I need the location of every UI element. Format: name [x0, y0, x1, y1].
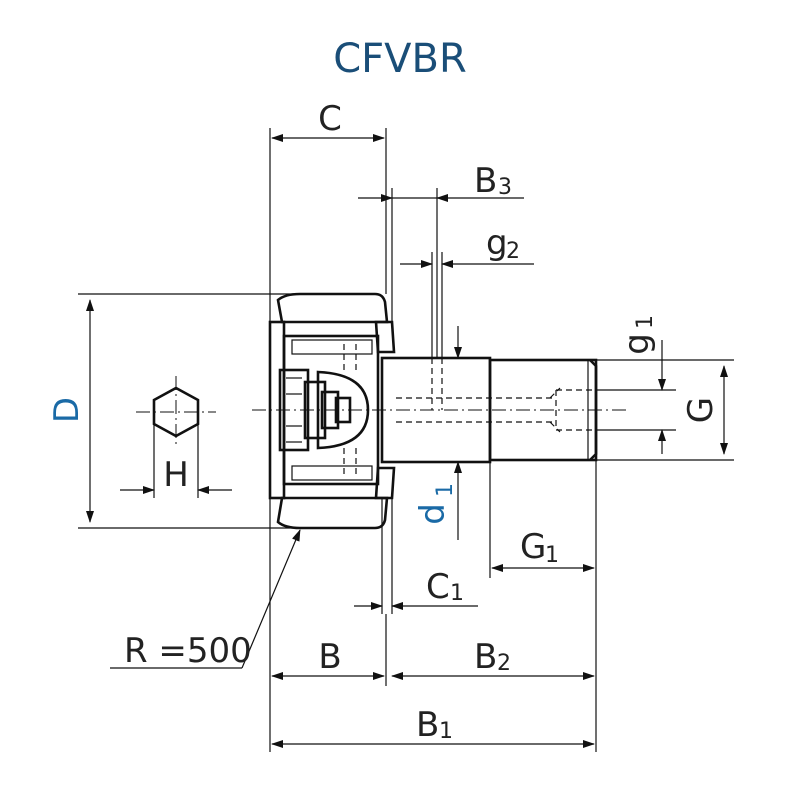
dim-C1-label: C: [426, 567, 450, 607]
dim-g1-label: g: [617, 333, 657, 355]
outer-ring: [268, 292, 396, 530]
dim-C-label: C: [318, 99, 342, 139]
dim-B1-label: B: [416, 705, 439, 745]
dim-B2-label: B: [474, 637, 497, 677]
dim-C: C: [269, 99, 387, 322]
hex-end-view: H: [120, 376, 232, 498]
dim-B-B2: B B 2: [269, 498, 597, 752]
dim-B3-subscript: 3: [498, 175, 512, 200]
dim-B1-subscript: 1: [439, 719, 453, 744]
dim-g2: g 2: [400, 223, 534, 358]
dim-R: R =500: [110, 529, 301, 671]
dim-B2-subscript: 2: [497, 651, 511, 676]
dim-d1-subscript: 1: [433, 483, 458, 497]
drawing-title: CFVBR: [333, 36, 467, 82]
dim-B-label: B: [318, 637, 341, 677]
dim-d1: d 1: [413, 326, 462, 540]
dim-d1-label: d: [413, 503, 453, 525]
dim-D: D: [47, 293, 300, 529]
dim-B3: B 3: [358, 161, 524, 358]
dim-H-label: H: [163, 455, 189, 495]
dim-G-label: G: [681, 397, 721, 423]
dim-g2-label: g: [486, 223, 508, 263]
dim-g1-subscript: 1: [633, 315, 658, 329]
dim-G1: G 1: [489, 460, 597, 578]
dim-C1-subscript: 1: [450, 581, 464, 606]
dim-B1: B 1: [271, 705, 595, 748]
dim-G1-subscript: 1: [545, 543, 559, 568]
dim-C1: C 1: [354, 498, 478, 614]
dim-R-label: R =500: [124, 631, 252, 671]
dim-G: G: [596, 359, 734, 461]
dim-D-label: D: [47, 397, 87, 423]
dim-g2-subscript: 2: [506, 239, 520, 264]
dim-B3-label: B: [474, 161, 497, 201]
dim-G1-label: G: [520, 527, 546, 567]
dim-g1: g 1: [596, 315, 676, 454]
